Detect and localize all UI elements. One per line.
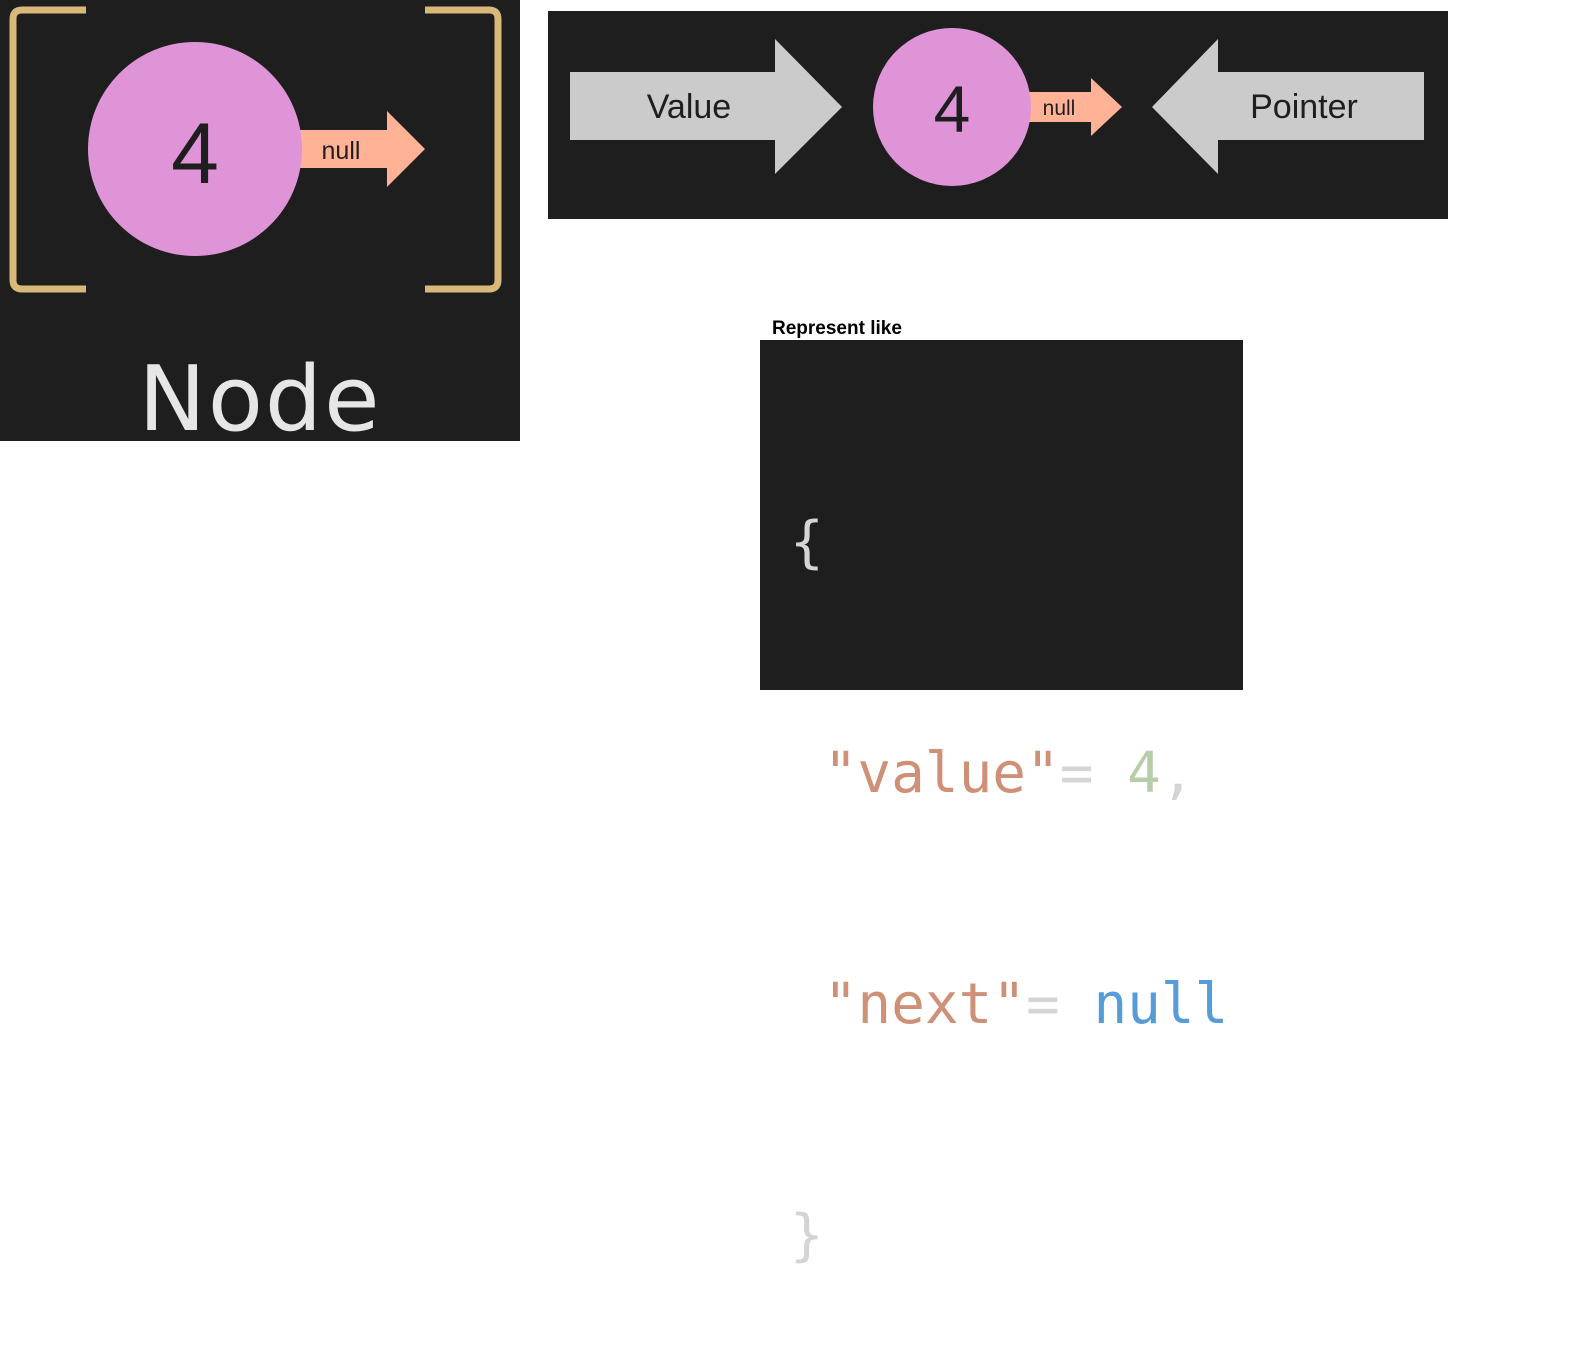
value-comma: , — [1160, 741, 1195, 806]
node-caption: Node — [138, 347, 382, 452]
value-equals: = — [1059, 741, 1128, 806]
code-panel — [760, 340, 1243, 690]
small-null-arrow — [1026, 78, 1122, 136]
next-equals: = — [1026, 972, 1094, 1037]
pointer-arrow — [1152, 39, 1424, 174]
right-bracket — [425, 6, 502, 293]
next-null: null — [1093, 972, 1229, 1037]
left-bracket — [9, 6, 86, 293]
value-label: Value — [647, 88, 731, 126]
value-key: "value" — [823, 741, 1060, 806]
null-label: null — [322, 137, 361, 165]
code-block: { "value"= 4, "next"= null } — [790, 350, 1228, 1351]
node-value: 4 — [171, 106, 219, 202]
node-panel: 4 null Node — [0, 0, 520, 450]
small-node-value: 4 — [934, 72, 971, 146]
small-node-circle — [873, 28, 1031, 186]
node-circle — [88, 42, 302, 256]
value-pointer-svg: Value 4 null Pointer — [570, 28, 1424, 186]
null-pointer-arrow — [300, 111, 425, 187]
code-line-value: "value"= 4, — [790, 735, 1228, 812]
value-pointer-panel: Value 4 null Pointer — [548, 11, 1448, 219]
small-null-label: null — [1043, 97, 1076, 120]
next-key: "next" — [823, 972, 1027, 1037]
code-line-open: { — [790, 504, 1228, 581]
code-line-close: } — [790, 1197, 1228, 1274]
close-brace: } — [790, 1203, 824, 1268]
pointer-label: Pointer — [1250, 88, 1358, 126]
node-svg: 4 null — [9, 6, 502, 293]
open-brace: { — [790, 510, 824, 575]
represent-like-label: Represent like — [772, 318, 902, 339]
value-arrow — [570, 39, 842, 174]
value-number: 4 — [1127, 741, 1161, 806]
code-line-next: "next"= null — [790, 966, 1229, 1043]
